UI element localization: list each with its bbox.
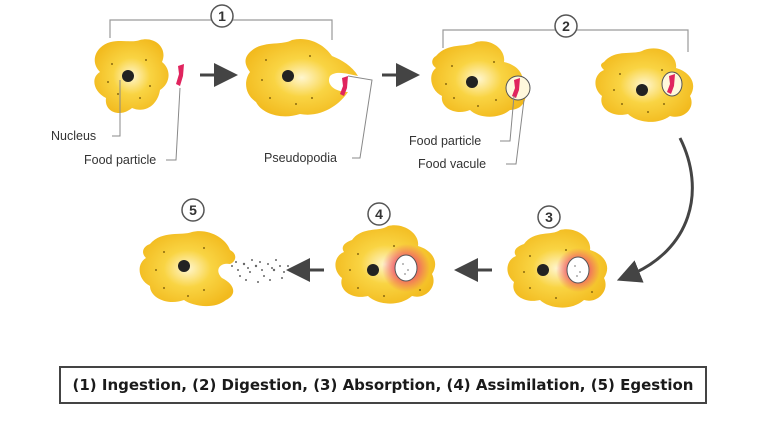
process-caption: (1) Ingestion, (2) Digestion, (3) Absorp… [72,376,694,394]
svg-text:5: 5 [189,202,197,218]
step-4-badge: 4 [367,202,391,226]
label-food-particle-2: Food particle [409,134,481,148]
svg-text:3: 3 [545,209,553,225]
food-particle-2-leader [500,95,515,142]
svg-text:2: 2 [562,18,570,34]
svg-text:4: 4 [375,206,383,222]
caption-box: (1) Ingestion, (2) Digestion, (3) Absorp… [59,366,707,404]
label-pseudopodia: Pseudopodia [264,151,337,165]
nucleus [178,260,190,272]
arrow-2-to-3 [616,137,694,283]
amoeba-cell-1a [94,39,169,113]
food-particle-1-leader [166,87,181,161]
egested-waste [231,259,289,283]
nucleus [466,76,478,88]
step-1-badge: 1 [210,4,234,28]
nucleus-leader [112,80,121,137]
amoeba-cell-2b [595,48,694,122]
food-particle [176,64,184,86]
amoeba-cell-3 [507,229,608,308]
nucleus [537,264,549,276]
amoeba-cell-5 [139,231,236,307]
amoeba-cell-2a [431,41,531,117]
pseudopodia-leader [347,75,373,159]
nucleus [282,70,294,82]
nucleus [122,70,134,82]
nucleus [636,84,648,96]
label-nucleus: Nucleus [51,129,96,143]
svg-text:1: 1 [218,8,226,24]
label-food-particle-1: Food particle [84,153,156,167]
step-3-badge: 3 [537,205,561,229]
step-5-badge: 5 [181,198,205,222]
food-vacuole-leader [506,99,525,165]
label-food-vacuole: Food vacule [418,157,486,171]
step-2-badge: 2 [554,14,578,38]
nucleus [367,264,379,276]
amoeba-cell-4 [335,225,436,304]
amoeba-cell-1b [245,38,358,117]
